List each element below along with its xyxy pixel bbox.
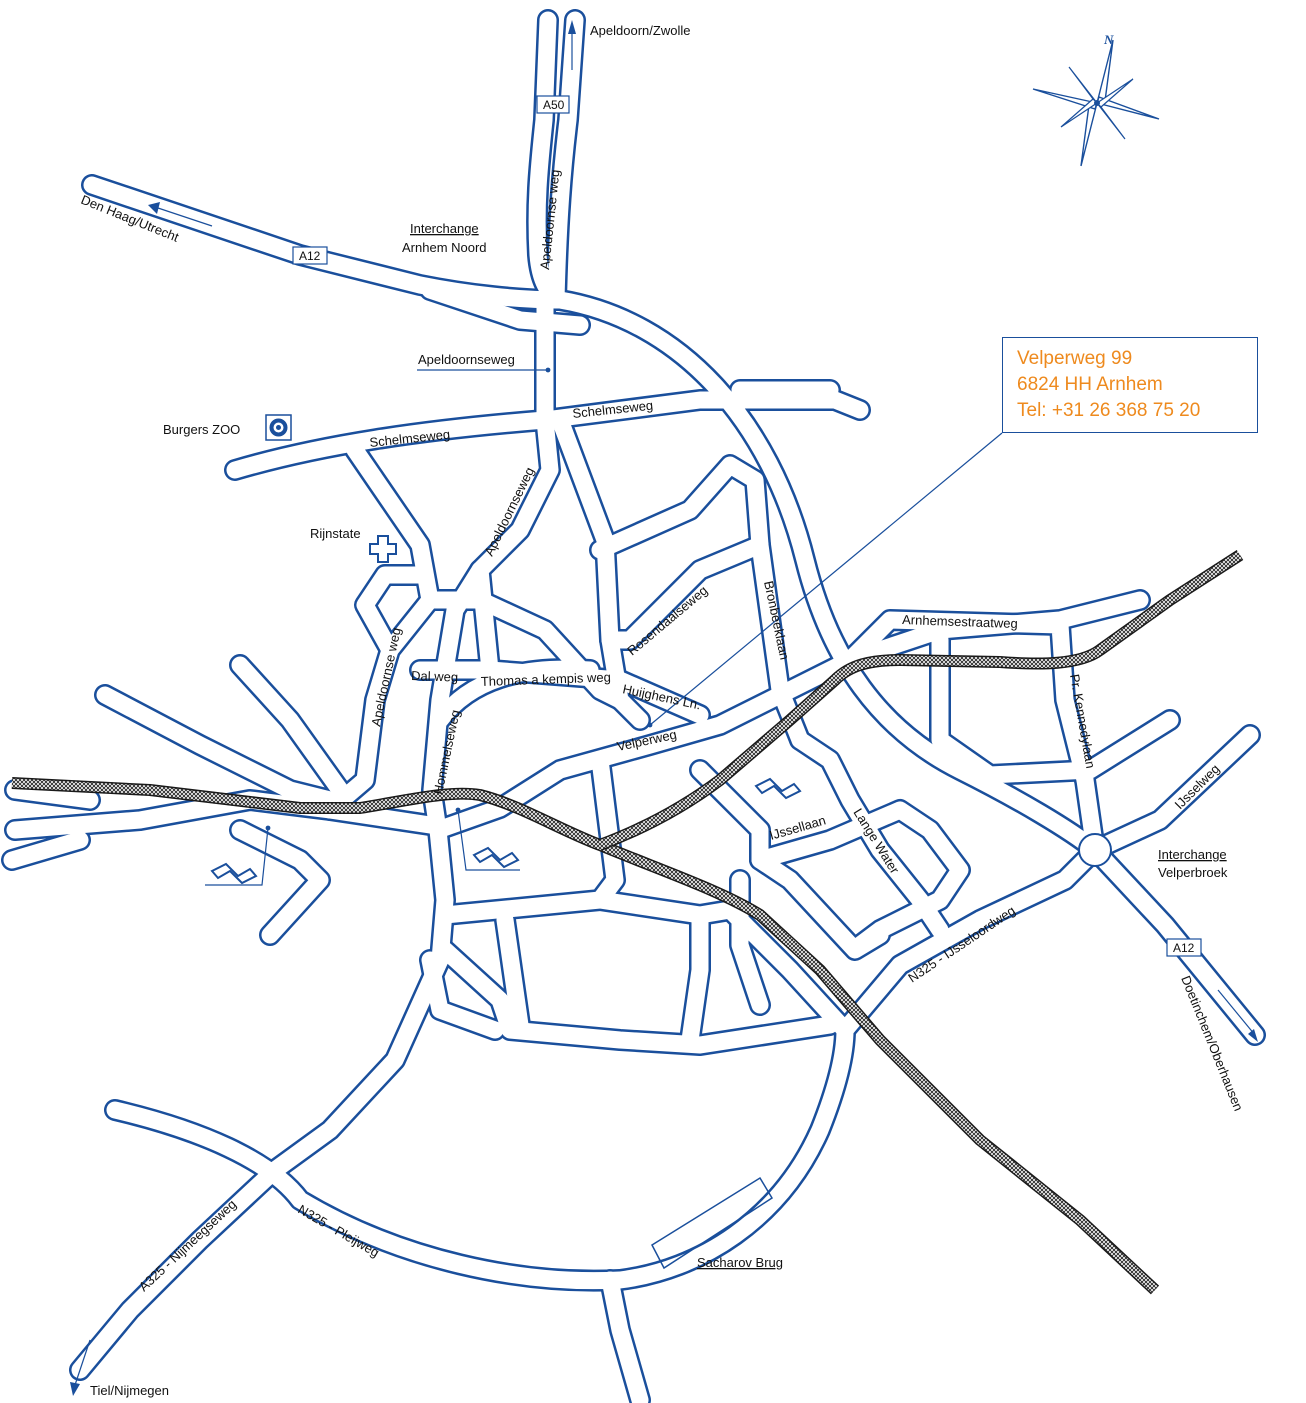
interchange-velperbroek-title: Interchange (1158, 847, 1227, 862)
address-box: Velperweg 99 6824 HH Arnhem Tel: +31 26 … (1002, 337, 1258, 433)
arrow-southeast-icon (1248, 1029, 1258, 1042)
shield-a50: A50 (536, 95, 570, 114)
place-burgers-zoo: Burgers ZOO (163, 422, 240, 437)
train-station-icon (210, 777, 802, 885)
arrow-north-icon (568, 20, 576, 34)
street-thomas-a-kempis-weg: Thomas a kempis weg (481, 669, 612, 689)
dest-tiel-nijmegen: Tiel/Nijmegen (90, 1383, 169, 1398)
interchange-velperbroek-name: Velperbroek (1158, 865, 1228, 880)
arrow-west-icon (148, 202, 160, 214)
street-ijsselweg: IJsselweg (1172, 761, 1223, 812)
street-apeldoornseweg-callout: Apeldoornseweg (418, 352, 515, 367)
sacharov-bridge (651, 1176, 774, 1270)
place-sacharov-brug: Sacharov Brug (697, 1255, 783, 1270)
address-street: Velperweg 99 (1017, 348, 1133, 369)
interchange-noord-title: Interchange (410, 221, 479, 236)
svg-text:A12: A12 (299, 249, 321, 263)
railway (11, 549, 1244, 1295)
shield-a12-east: A12 (1166, 938, 1202, 957)
street-a325-nijmeegseweg: A325 - Nijmeegseweg (136, 1196, 239, 1294)
arrow-southwest-icon (70, 1382, 80, 1396)
roundabout-velperbroek (1078, 833, 1112, 867)
svg-text:A50: A50 (543, 98, 565, 112)
road-interiors (3, 11, 1264, 1403)
address-postal: 6824 HH Arnhem (1017, 374, 1163, 395)
hospital-cross-icon (369, 535, 397, 563)
dest-apeldoorn-zwolle: Apeldoorn/Zwolle (590, 23, 690, 38)
shield-a12-west: A12 (292, 246, 328, 265)
zoo-icon (265, 414, 292, 441)
address-phone: Tel: +31 26 368 75 20 (1017, 400, 1201, 421)
street-arnhemsestraatweg: Arnhemsestraatweg (902, 612, 1018, 631)
direction-arrows (70, 20, 1258, 1396)
compass-north-label: N (1103, 32, 1114, 47)
place-rijnstate: Rijnstate (310, 526, 361, 541)
street-dal-weg: Dal weg (411, 668, 458, 685)
svg-text:A12: A12 (1173, 941, 1195, 955)
interchange-noord-name: Arnhem Noord (402, 240, 487, 255)
callouts (205, 367, 1003, 886)
compass-rose-icon (1032, 39, 1160, 167)
